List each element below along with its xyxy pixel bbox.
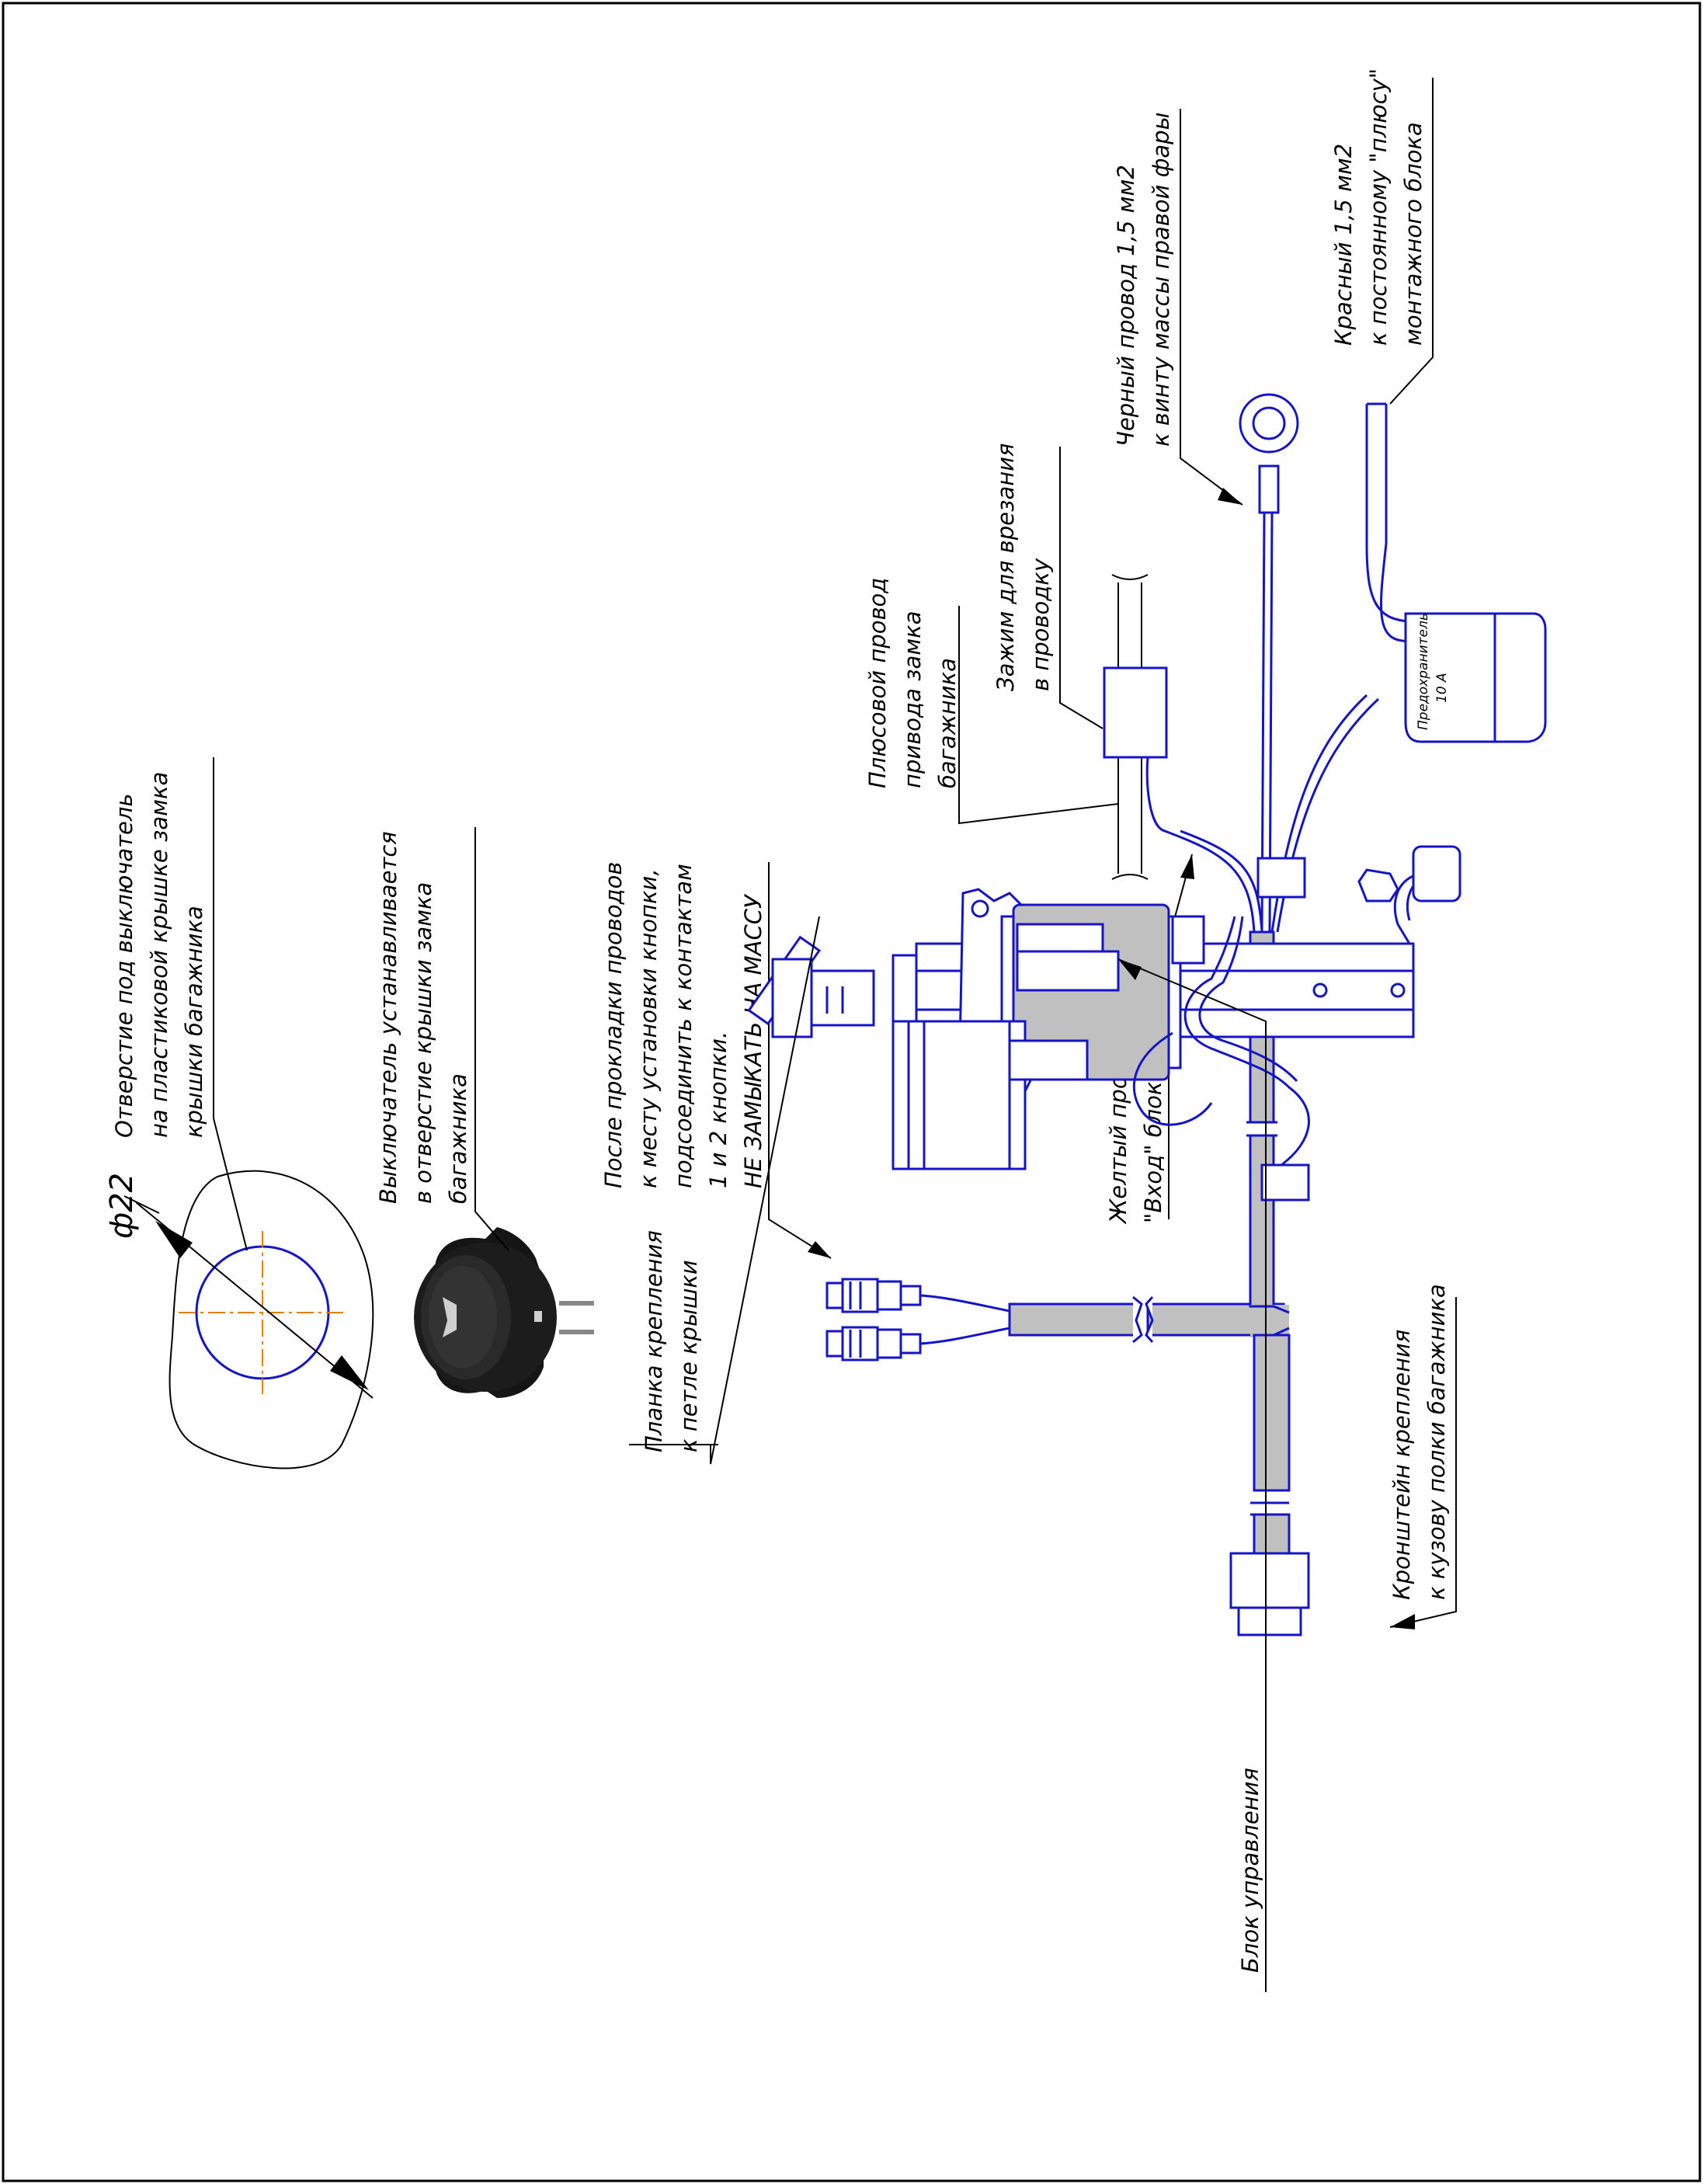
switch-label-group: Выключатель устанавливается в отверстие … [375, 827, 509, 1251]
red-wire-label-line-1: Красный 1,5 мм2 [1330, 144, 1357, 346]
diameter-label: ф22 [104, 1173, 140, 1239]
bar-label-group: Планка крепления к петле крышки [629, 916, 820, 1465]
switch-label-line-1: Выключатель устанавливается [375, 831, 401, 1204]
black-wire-label-group: Черный провод 1,5 мм2 к винту массы прав… [1113, 109, 1243, 506]
splice-clamp [1103, 574, 1168, 880]
plus-wire-label-line-2: привода замка [899, 611, 926, 788]
hole-detail: ф22 [104, 1170, 374, 1469]
trunk-switch-photo-icon [414, 1227, 594, 1398]
hole-label-line-3: крышки багажника [181, 906, 207, 1138]
plus-wire-label-group: Плюсовой провод привода замка багажника [864, 578, 1119, 825]
fuse-label-line-1: Предохранитель [1416, 613, 1431, 730]
fuse-label-line-2: 10 А [1434, 673, 1450, 703]
hole-label-line-1: Отверстие под выключатель [111, 794, 137, 1139]
spade-connector-1 [825, 1278, 922, 1313]
hole-label-group: Отверстие под выключатель на пластиковой… [111, 757, 248, 1251]
bracket-label-line-2: к кузову полки багажника [1423, 1284, 1450, 1600]
clamp-label-group: Зажим для врезания в проводку [992, 443, 1103, 729]
motor-housing [891, 1020, 1027, 1170]
black-wire-label-line-2: к винту массы правой фары [1148, 113, 1174, 447]
control-unit-label-group: Блок управления [1117, 958, 1267, 1992]
hole-label-line-2: на пластиковой крышке замка [146, 772, 172, 1138]
button-wires-label-group: После прокладки проводов к месту установ… [600, 862, 832, 1259]
button-wires-label-line-1: После прокладки проводов [600, 862, 627, 1189]
harness-connector-upper [1229, 1552, 1310, 1609]
spade-connector-2 [825, 1326, 922, 1362]
clamp-label-line-2: в проводку [1027, 558, 1054, 691]
control-unit-label: Блок управления [1237, 1768, 1263, 1973]
red-wire-label-line-2: к постоянному "плюсу" [1365, 68, 1392, 346]
open-car-icon [443, 1297, 457, 1337]
bracket-label-group: Кронштейн крепления к кузову полки багаж… [1388, 1284, 1457, 1629]
ring-terminal-ground [1239, 393, 1299, 514]
button-wire-harness [825, 1278, 1285, 1362]
black-wire-label-line-1: Черный провод 1,5 мм2 [1113, 165, 1139, 447]
button-wires-label-line-3: подсоединить к контактам [670, 864, 697, 1188]
red-wire-label-group: Красный 1,5 мм2 к постоянному "плюсу" мо… [1330, 68, 1434, 405]
plus-wire-label-line-3: багажника [934, 658, 961, 788]
actuator-assembly [747, 845, 1461, 1636]
bar-label-line-2: к петле крышки [676, 1260, 702, 1452]
plus-wire-label-line-1: Плюсовой провод [864, 578, 891, 788]
bar-label-line-1: Планка крепления [641, 1230, 667, 1452]
bracket-label-line-1: Кронштейн крепления [1388, 1330, 1415, 1600]
clamp-label-line-1: Зажим для врезания [992, 443, 1019, 691]
switch-label-line-3: багажника [445, 1073, 471, 1204]
button-wires-label-line-4: 1 и 2 кнопки. [705, 1031, 732, 1188]
branch-wires [1145, 402, 1414, 933]
button-wire-sleeve [1008, 1302, 1137, 1337]
splice-clamp-body [1103, 666, 1168, 759]
button-wires-label-line-5: НЕ ЗАМЫКАТЬ НА МАССУ [740, 893, 766, 1188]
switch-label-line-2: в отверстие крышки замка [410, 882, 436, 1204]
red-wire-label-line-3: монтажного блока [1400, 122, 1427, 346]
button-wires-label-line-2: к месту установки кнопки, [635, 868, 662, 1188]
fuse-box: Предохранитель 10 А [1404, 612, 1547, 743]
